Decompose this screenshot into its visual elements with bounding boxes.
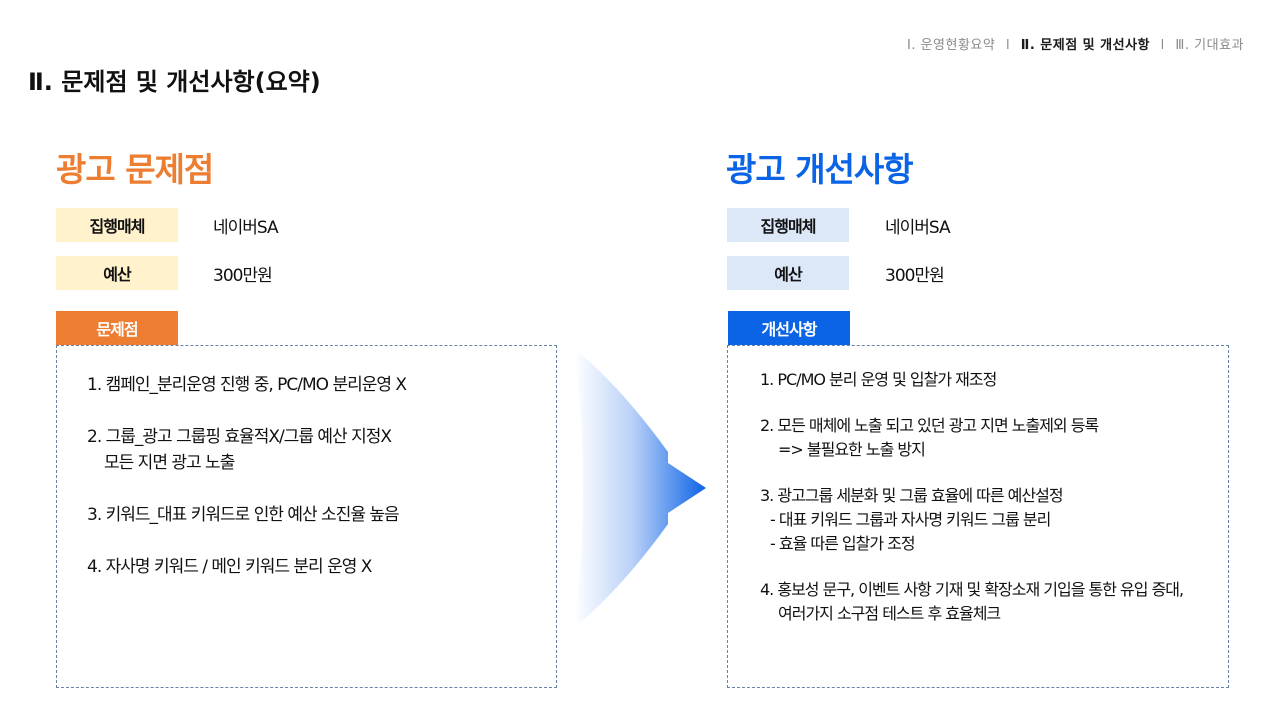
media-label: 집행매체 <box>56 208 178 242</box>
list-item: 3. 키워드_대표 키워드로 인한 예산 소진율 높음 <box>87 505 400 525</box>
list-item: 1. 캠페인_분리운영 진행 중, PC/MO 분리운영 X <box>87 375 407 395</box>
media-value: 네이버SA <box>885 217 951 238</box>
budget-label: 예산 <box>56 256 178 290</box>
problems-title: 광고 문제점 <box>56 150 214 189</box>
budget-value: 300만원 <box>885 265 945 286</box>
nav-item-summary[interactable]: Ⅰ. 운영현황요약 <box>906 38 996 53</box>
nav-item-effects[interactable]: Ⅲ. 기대효과 <box>1175 38 1244 53</box>
improvements-box: 1. PC/MO 분리 운영 및 입찰가 재조정 2. 모든 매체에 노출 되고… <box>727 345 1229 688</box>
media-value: 네이버SA <box>213 217 279 238</box>
list-item: 1. PC/MO 분리 운영 및 입찰가 재조정 <box>760 370 997 389</box>
section-navigation: Ⅰ. 운영현황요약 l Ⅱ. 문제점 및 개선사항 l Ⅲ. 기대효과 <box>907 34 1244 53</box>
improvements-title: 광고 개선사항 <box>726 150 914 189</box>
improvements-tag: 개선사항 <box>728 311 850 345</box>
problems-list: 1. 캠페인_분리운영 진행 중, PC/MO 분리운영 X 2. 그룹_광고 … <box>87 372 407 606</box>
problems-tag: 문제점 <box>56 311 178 345</box>
page-title: Ⅱ. 문제점 및 개선사항(요약) <box>28 68 321 96</box>
budget-label: 예산 <box>727 256 849 290</box>
list-item: 4. 자사명 키워드 / 메인 키워드 분리 운영 X <box>87 557 372 577</box>
nav-separator: l <box>1160 38 1165 53</box>
budget-value: 300만원 <box>213 265 273 286</box>
list-item: 3. 광고그룹 세분화 및 그룹 효율에 따른 예산설정- 대표 키워드 그룹과… <box>760 486 1064 553</box>
list-item: 2. 모든 매체에 노출 되고 있던 광고 지면 노출제외 등록=> 불필요한 … <box>760 416 1099 459</box>
media-label: 집행매체 <box>727 208 849 242</box>
nav-separator: l <box>1005 38 1011 53</box>
chevron-right-arrow-icon <box>574 348 706 628</box>
improvements-list: 1. PC/MO 분리 운영 및 입찰가 재조정 2. 모든 매체에 노출 되고… <box>760 368 1184 648</box>
list-item: 4. 홍보성 문구, 이벤트 사항 기재 및 확장소재 기입을 통한 유입 증대… <box>760 580 1184 623</box>
nav-item-problems[interactable]: Ⅱ. 문제점 및 개선사항 <box>1020 38 1151 53</box>
problems-box: 1. 캠페인_분리운영 진행 중, PC/MO 분리운영 X 2. 그룹_광고 … <box>56 345 557 688</box>
